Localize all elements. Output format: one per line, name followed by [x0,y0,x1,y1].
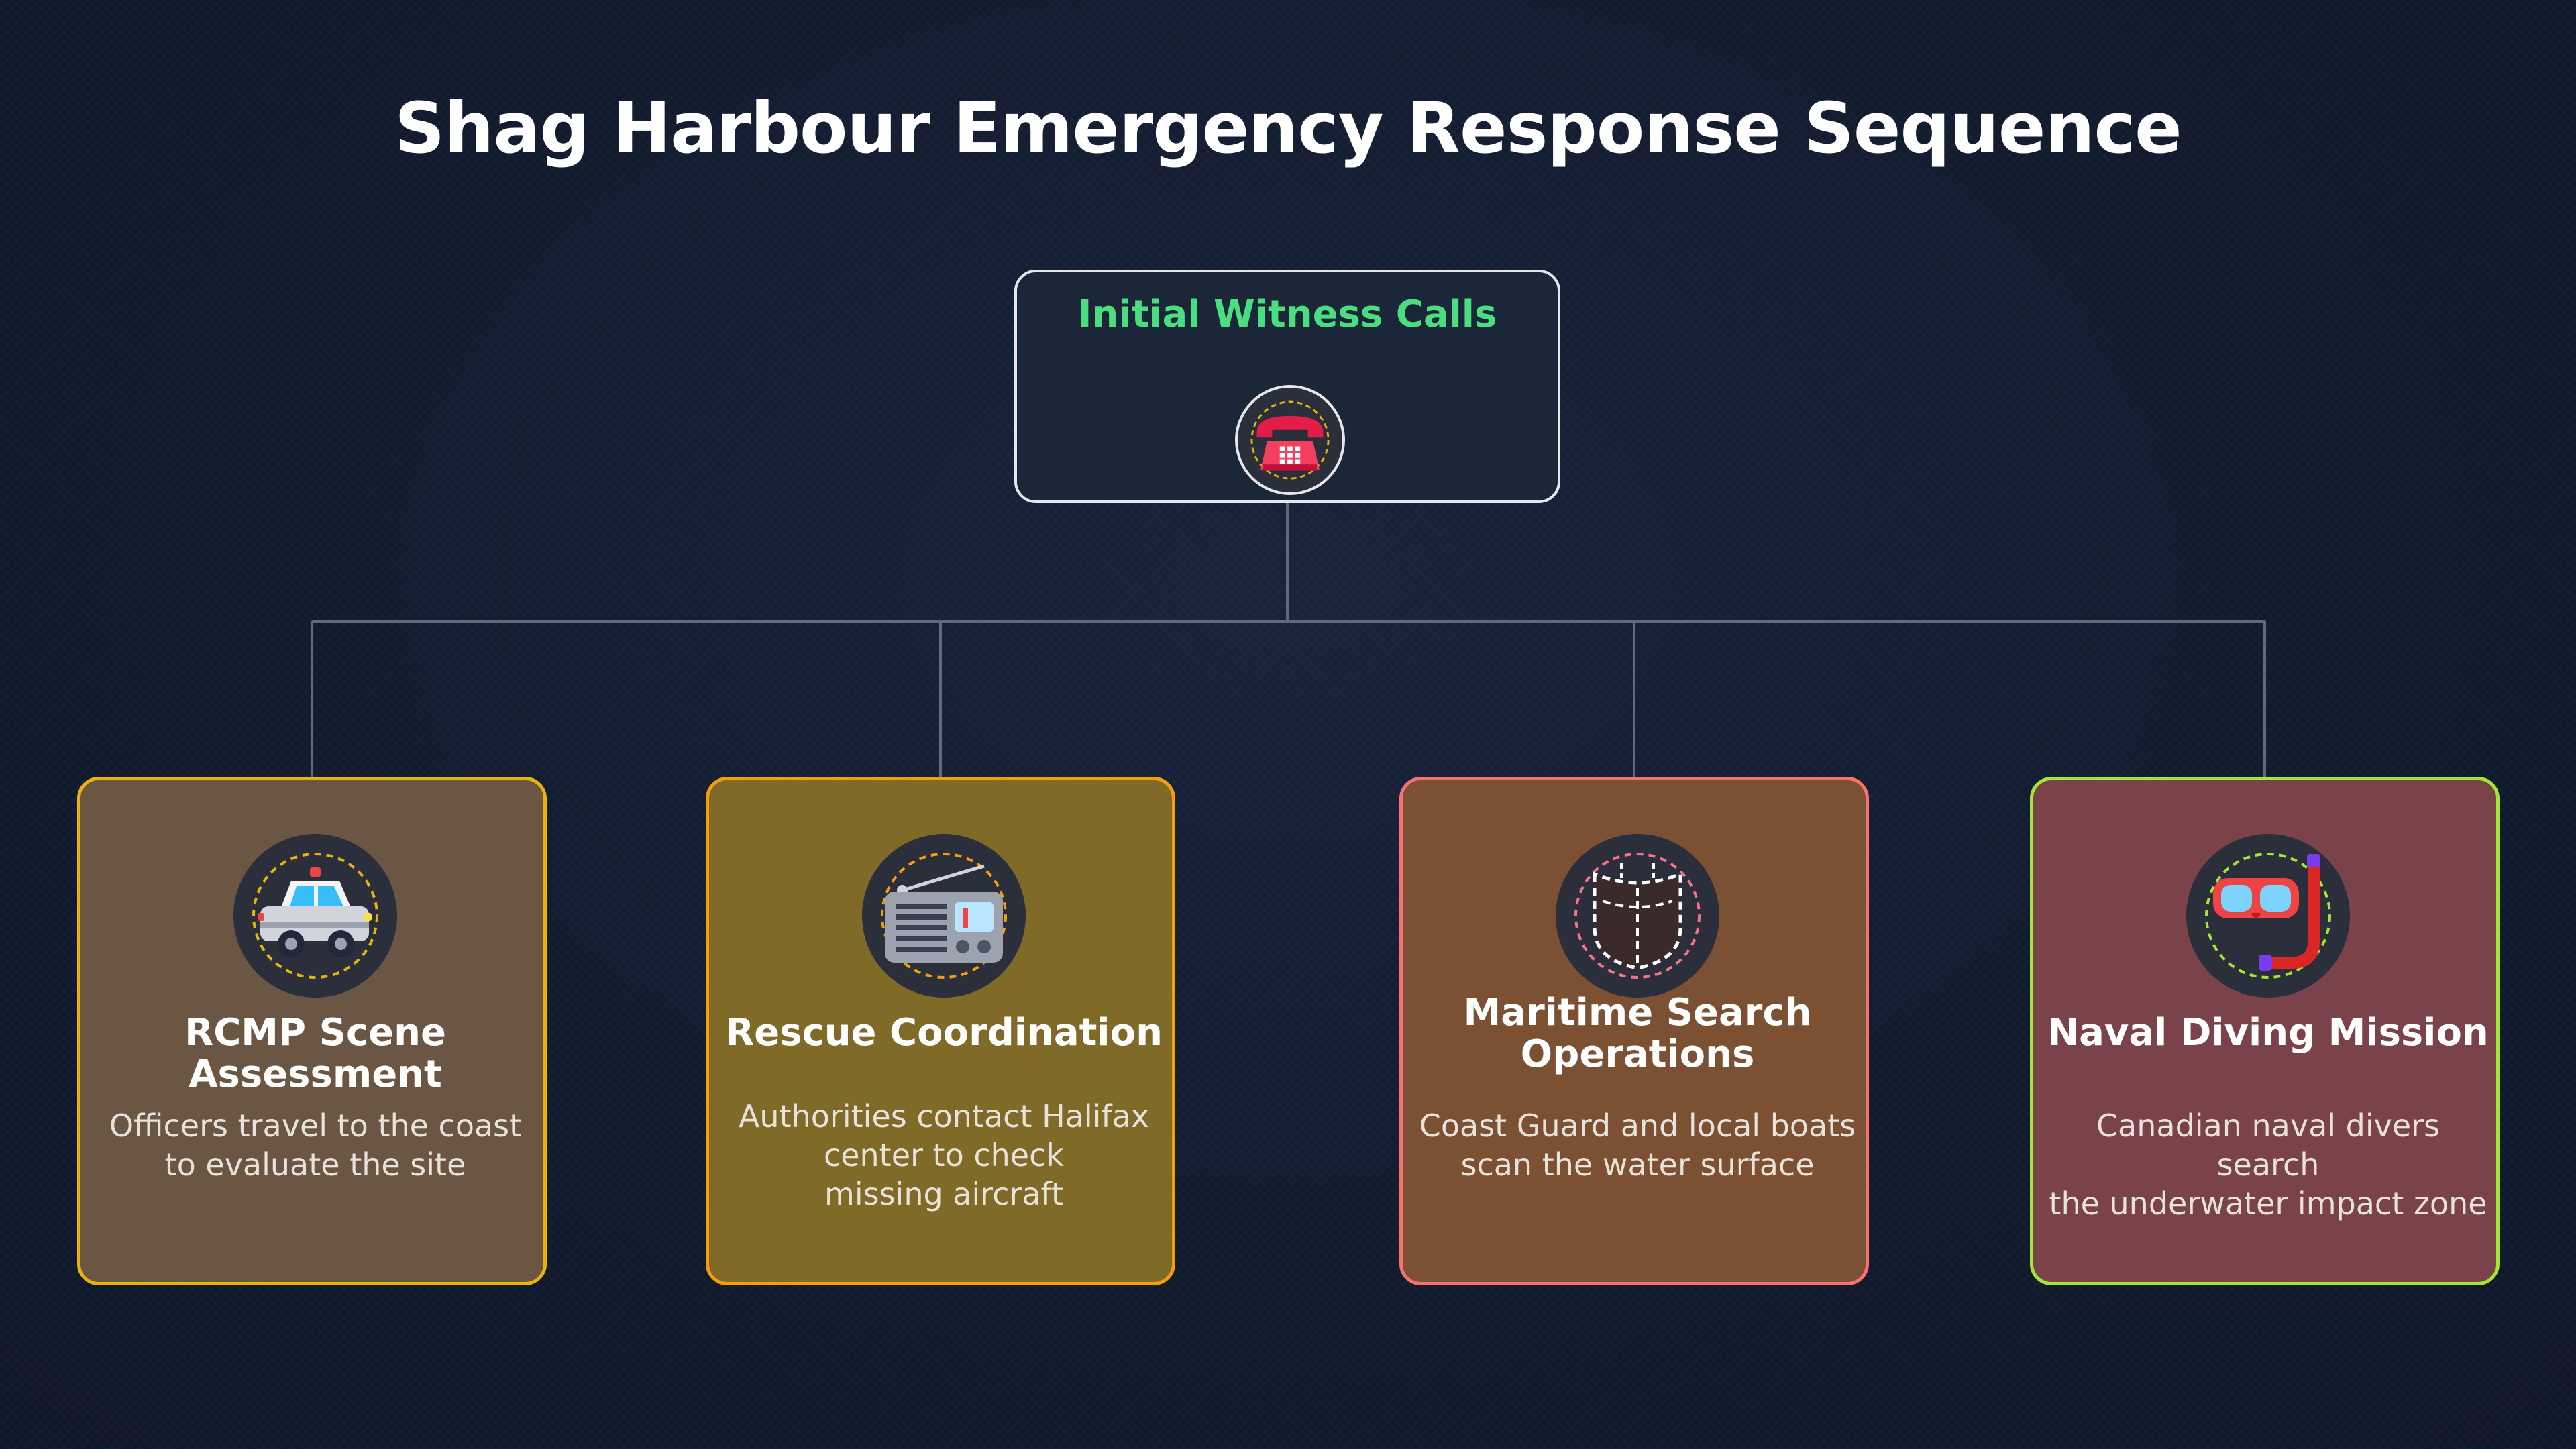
step-card-rcmp: RCMP Scene Assessment Officers travel to… [77,777,547,1285]
step-description: Authorities contact Halifax center to ch… [738,1098,1150,1212]
step-description: Coast Guard and local boats scan the wat… [1419,1108,1856,1183]
step-card-naval: Naval Diving Mission Canadian naval dive… [2030,777,2500,1285]
step-title: RCMP Scene Assessment [184,1011,446,1096]
step-card-maritime: Maritime Search Operations Coast Guard a… [1399,777,1869,1285]
step-card-rescue: Rescue Coordination Authorities contact … [706,777,1175,1285]
step-description: Canadian naval divers search the underwa… [2049,1108,2487,1222]
diving-mask-snorkel-icon [2186,834,2350,998]
step-title: Rescue Coordination [725,1011,1163,1055]
telephone-icon [1235,385,1345,495]
radio-icon [862,834,1026,998]
boat-hull-icon [1556,834,1719,998]
root-node: Initial Witness Calls [1014,270,1560,503]
page-title: Shag Harbour Emergency Response Sequence [394,87,2182,169]
police-car-icon [233,834,397,998]
step-title: Naval Diving Mission [2047,1011,2489,1055]
root-node-label: Initial Witness Calls [1077,292,1497,336]
step-description: Officers travel to the coast to evaluate… [109,1108,522,1183]
step-title: Maritime Search Operations [1463,991,1812,1076]
